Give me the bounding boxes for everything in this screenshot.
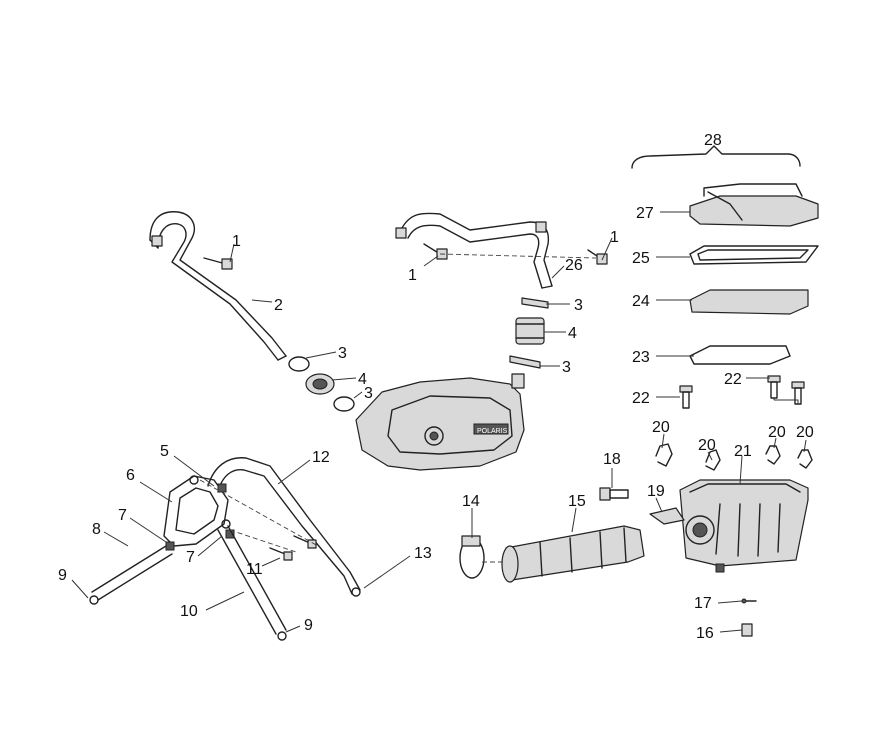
nut-7-left bbox=[165, 541, 175, 551]
pin-17 bbox=[741, 598, 757, 604]
bolt-1-upper-left bbox=[423, 243, 448, 260]
callout-14: 14 bbox=[462, 493, 480, 510]
callout-16: 16 bbox=[696, 625, 714, 642]
callout-19: 19 bbox=[647, 483, 665, 500]
intake-duct-left bbox=[149, 211, 287, 361]
callout-1-upper-right: 1 bbox=[610, 229, 619, 246]
callout-11: 11 bbox=[246, 561, 263, 578]
callout-1-left: 1 bbox=[232, 233, 241, 250]
clamp-3-left-upper bbox=[288, 356, 310, 372]
callout-23: 23 bbox=[632, 349, 650, 366]
callout-20-b: 20 bbox=[698, 437, 716, 454]
callout-20-d: 20 bbox=[796, 424, 814, 441]
callout-3-left-upper: 3 bbox=[338, 345, 347, 362]
nut-5 bbox=[217, 483, 227, 493]
cvt-cover: POLARIS bbox=[355, 373, 525, 471]
intake-tube-15 bbox=[501, 525, 645, 583]
clip-20-a bbox=[655, 443, 673, 467]
cover-brand-text: POLARIS bbox=[477, 428, 508, 435]
callout-9-right: 9 bbox=[304, 617, 313, 634]
callout-4-left: 4 bbox=[358, 371, 367, 388]
bolt-1-upper-right bbox=[587, 249, 608, 265]
bracket-19 bbox=[649, 507, 685, 525]
callout-7-left: 7 bbox=[118, 507, 127, 524]
callout-4-right: 4 bbox=[568, 325, 577, 342]
callout-25: 25 bbox=[632, 250, 650, 267]
alignment-lines bbox=[199, 253, 597, 563]
callout-7-right: 7 bbox=[186, 549, 195, 566]
callout-3-right-upper: 3 bbox=[574, 297, 583, 314]
callout-6: 6 bbox=[126, 467, 135, 484]
callout-22-right: 22 bbox=[724, 371, 742, 388]
callout-10: 10 bbox=[180, 603, 198, 620]
clip-20-c bbox=[765, 445, 781, 465]
callout-18: 18 bbox=[603, 451, 621, 468]
callout-12: 12 bbox=[312, 449, 330, 466]
kit-bracket-28 bbox=[631, 145, 801, 169]
bolt-18 bbox=[599, 487, 629, 501]
bolt-1-left bbox=[203, 257, 233, 270]
callout-15: 15 bbox=[568, 493, 586, 510]
bolt-11-b bbox=[293, 535, 317, 549]
gasket-25 bbox=[689, 245, 819, 265]
callout-27: 27 bbox=[636, 205, 654, 222]
bolt-22-b bbox=[767, 375, 781, 399]
clamp-3-right-upper bbox=[521, 297, 549, 309]
callout-24: 24 bbox=[632, 293, 650, 310]
callout-3-right-lower: 3 bbox=[562, 359, 571, 376]
callout-2: 2 bbox=[274, 297, 283, 314]
bolt-11-a bbox=[269, 547, 293, 561]
callout-9-left: 9 bbox=[58, 567, 67, 584]
plate-6 bbox=[163, 475, 231, 547]
callout-1-upper-left: 1 bbox=[408, 267, 417, 284]
clamp-3-right-lower bbox=[509, 355, 541, 369]
air-filter-24 bbox=[689, 289, 809, 315]
clamp-3-left-lower bbox=[333, 396, 355, 412]
bolt-22-a bbox=[679, 385, 693, 409]
clamp-14 bbox=[459, 535, 485, 579]
callout-20-a: 20 bbox=[652, 419, 670, 436]
airbox-lid bbox=[689, 183, 819, 227]
tube-10 bbox=[217, 525, 287, 641]
callout-21: 21 bbox=[734, 443, 752, 460]
callout-26: 26 bbox=[565, 257, 583, 274]
callout-22-left: 22 bbox=[632, 390, 650, 407]
callout-5: 5 bbox=[160, 443, 169, 460]
tube-8 bbox=[89, 545, 173, 605]
callout-17: 17 bbox=[694, 595, 712, 612]
callout-13: 13 bbox=[414, 545, 432, 562]
callout-20-c: 20 bbox=[768, 424, 786, 441]
coupler-4-right bbox=[515, 317, 545, 345]
callout-labels: 1 2 3 4 3 1 1 26 3 4 3 28 27 25 24 23 22… bbox=[58, 132, 814, 642]
callout-3-left-lower: 3 bbox=[364, 385, 373, 402]
callout-28: 28 bbox=[704, 132, 722, 149]
screen-23 bbox=[689, 345, 791, 365]
intake-duct-upper bbox=[395, 212, 553, 289]
callout-8: 8 bbox=[92, 521, 101, 538]
cap-16 bbox=[741, 623, 753, 637]
leader-lines bbox=[71, 211, 807, 633]
clip-20-d bbox=[797, 449, 813, 469]
airbox-21 bbox=[679, 479, 809, 573]
coupler-4-left bbox=[305, 373, 335, 395]
